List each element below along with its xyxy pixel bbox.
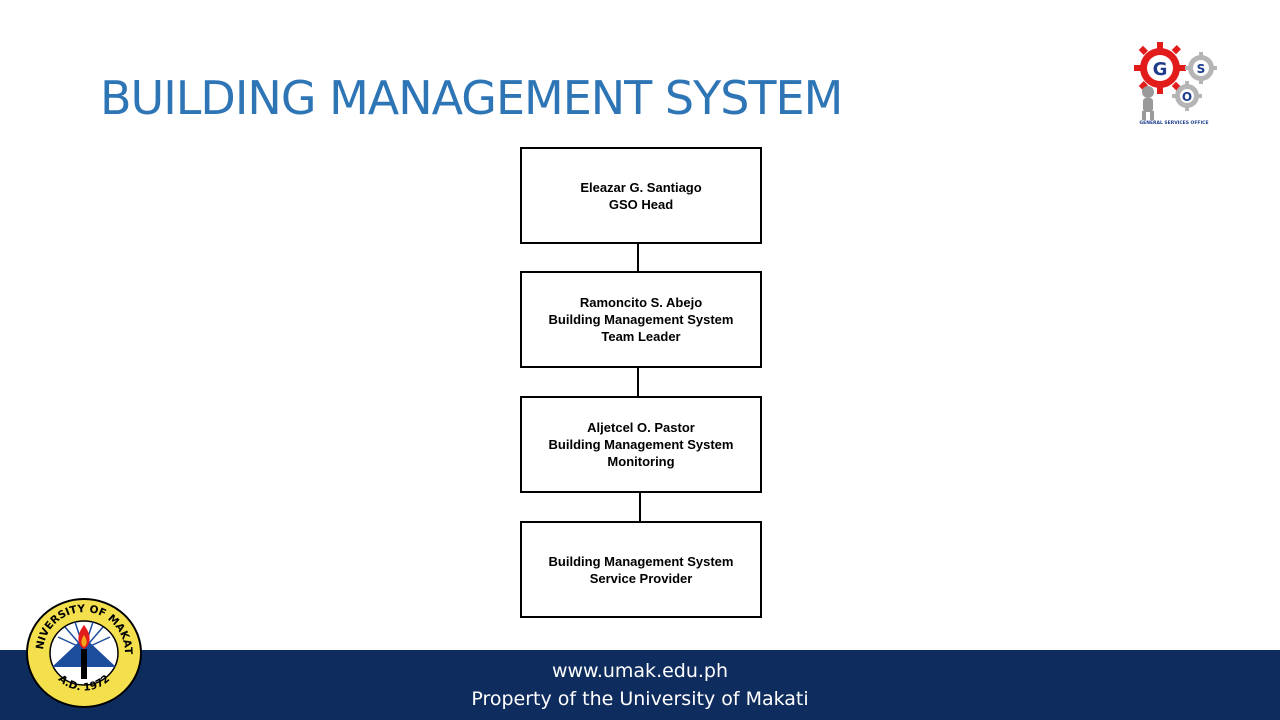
org-node-role: GSO Head <box>608 196 674 212</box>
gso-caption: GENERAL SERVICES OFFICE <box>1139 120 1208 126</box>
org-connector <box>637 244 639 271</box>
org-node-team-leader: Ramoncito S. Abejo Building Management S… <box>520 271 762 368</box>
svg-text:A.D. 1972: A.D. 1972 <box>56 673 112 694</box>
org-node-role: Team Leader <box>601 329 681 344</box>
org-node-monitoring: Aljetcel O. Pastor Building Management S… <box>520 396 762 493</box>
gears-icon: G S O GENERAL SERVICES OFFICE <box>1134 42 1217 126</box>
torch-icon <box>52 621 116 679</box>
page-title: BUILDING MANAGEMENT SYSTEM <box>100 71 843 125</box>
org-node-name: Aljetcel O. Pastor <box>587 420 695 435</box>
footer-bar: www.umak.edu.ph Property of the Universi… <box>0 650 1280 720</box>
gso-letter-g: G <box>1153 59 1168 80</box>
org-node-unit: Building Management System <box>548 312 734 327</box>
org-node-role: Service Provider <box>589 570 693 586</box>
gso-letter-s: S <box>1197 62 1206 76</box>
org-node-service-provider: Building Management System Service Provi… <box>520 521 762 618</box>
org-node-unit: Building Management System <box>548 437 734 452</box>
org-node-name: Eleazar G. Santiago <box>580 179 702 195</box>
gso-letter-o: O <box>1182 90 1192 104</box>
org-node-unit: Building Management System <box>548 553 734 569</box>
org-node-role: Monitoring <box>607 454 675 469</box>
university-seal: UNIVERSITY OF MAKATI A.D. 1972 <box>25 597 142 708</box>
footer-website: www.umak.edu.ph <box>551 660 729 682</box>
org-connector <box>637 368 639 396</box>
footer-property: Property of the University of Makati <box>471 688 809 710</box>
gso-logo: G S O GENERAL SERVICES OFFICE <box>1134 42 1217 126</box>
org-node-name: Ramoncito S. Abejo <box>579 295 703 310</box>
org-node-gso-head: Eleazar G. Santiago GSO Head <box>520 147 762 244</box>
seal-text-bottom: A.D. 1972 <box>56 673 112 694</box>
org-connector <box>639 493 641 521</box>
